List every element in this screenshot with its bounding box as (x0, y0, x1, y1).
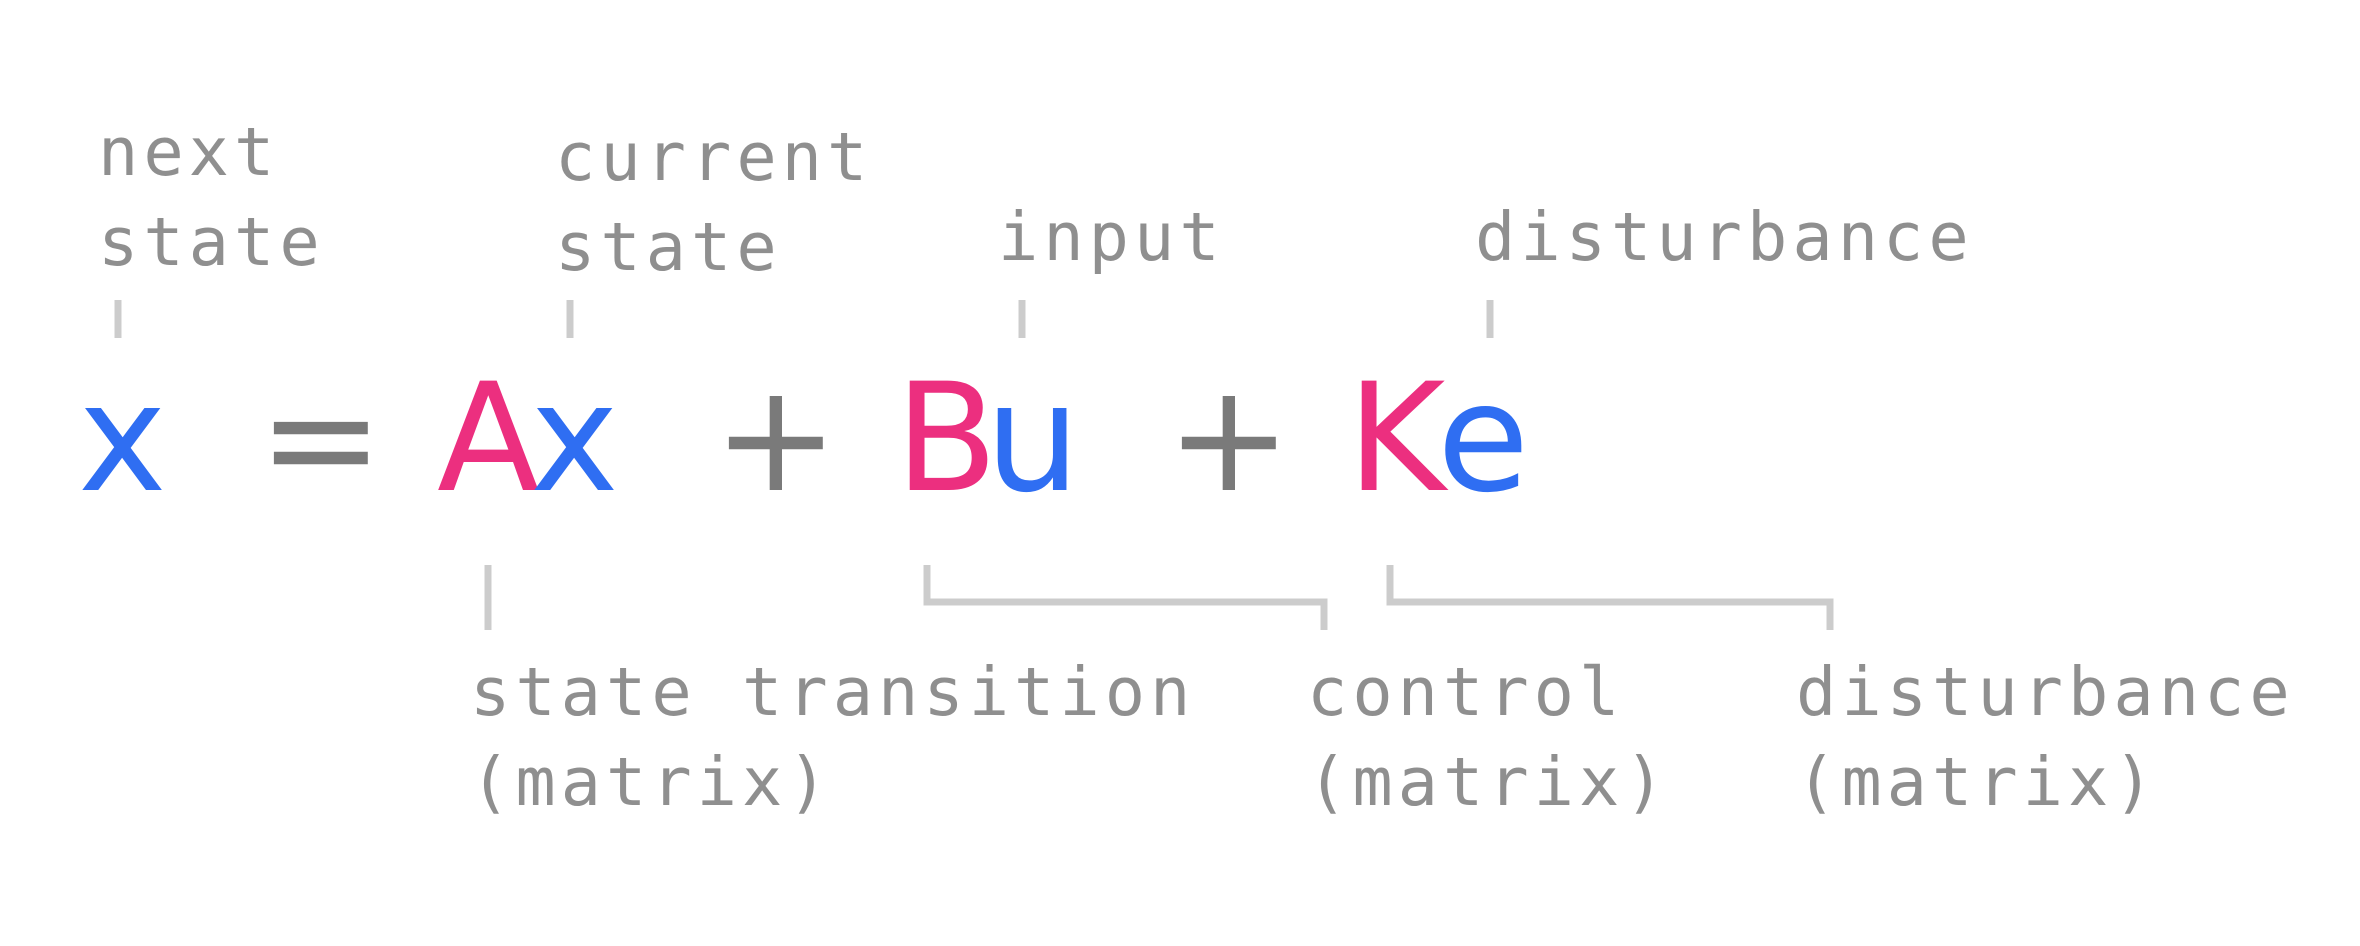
disturbance-matrix-label-line2: (matrix) (1796, 743, 2159, 821)
current-state-symbol: x (530, 352, 619, 526)
bottom-brackets (484, 565, 1834, 630)
current-state-label-line1: current (555, 118, 872, 196)
plus-sign-2: + (1166, 352, 1292, 526)
matrix-k-symbol: K (1347, 352, 1449, 526)
control-label-line2: (matrix) (1307, 743, 1670, 821)
state-transition-label-line1: state transition (470, 653, 1195, 731)
next-state-symbol: x (78, 352, 167, 526)
input-label: input (998, 198, 1225, 276)
next-state-label-line2: state (98, 203, 325, 281)
input-symbol: u (985, 352, 1080, 526)
matrix-b-symbol: B (895, 352, 998, 526)
top-ticks (114, 300, 1494, 338)
disturbance-label: disturbance (1475, 198, 1974, 276)
matrix-a-symbol: A (437, 352, 540, 526)
equals-sign: = (258, 352, 384, 526)
control-label-line1: control (1307, 653, 1624, 731)
disturbance-symbol: e (1437, 352, 1529, 526)
state-transition-label-line2: (matrix) (470, 743, 833, 821)
disturbance-matrix-label-line1: disturbance (1796, 653, 2295, 731)
bracket-control (923, 565, 1328, 630)
bracket-disturbance (1386, 565, 1834, 630)
current-state-label-line2: state (555, 208, 782, 286)
next-state-label-line1: next (98, 113, 279, 191)
plus-sign-1: + (713, 352, 839, 526)
